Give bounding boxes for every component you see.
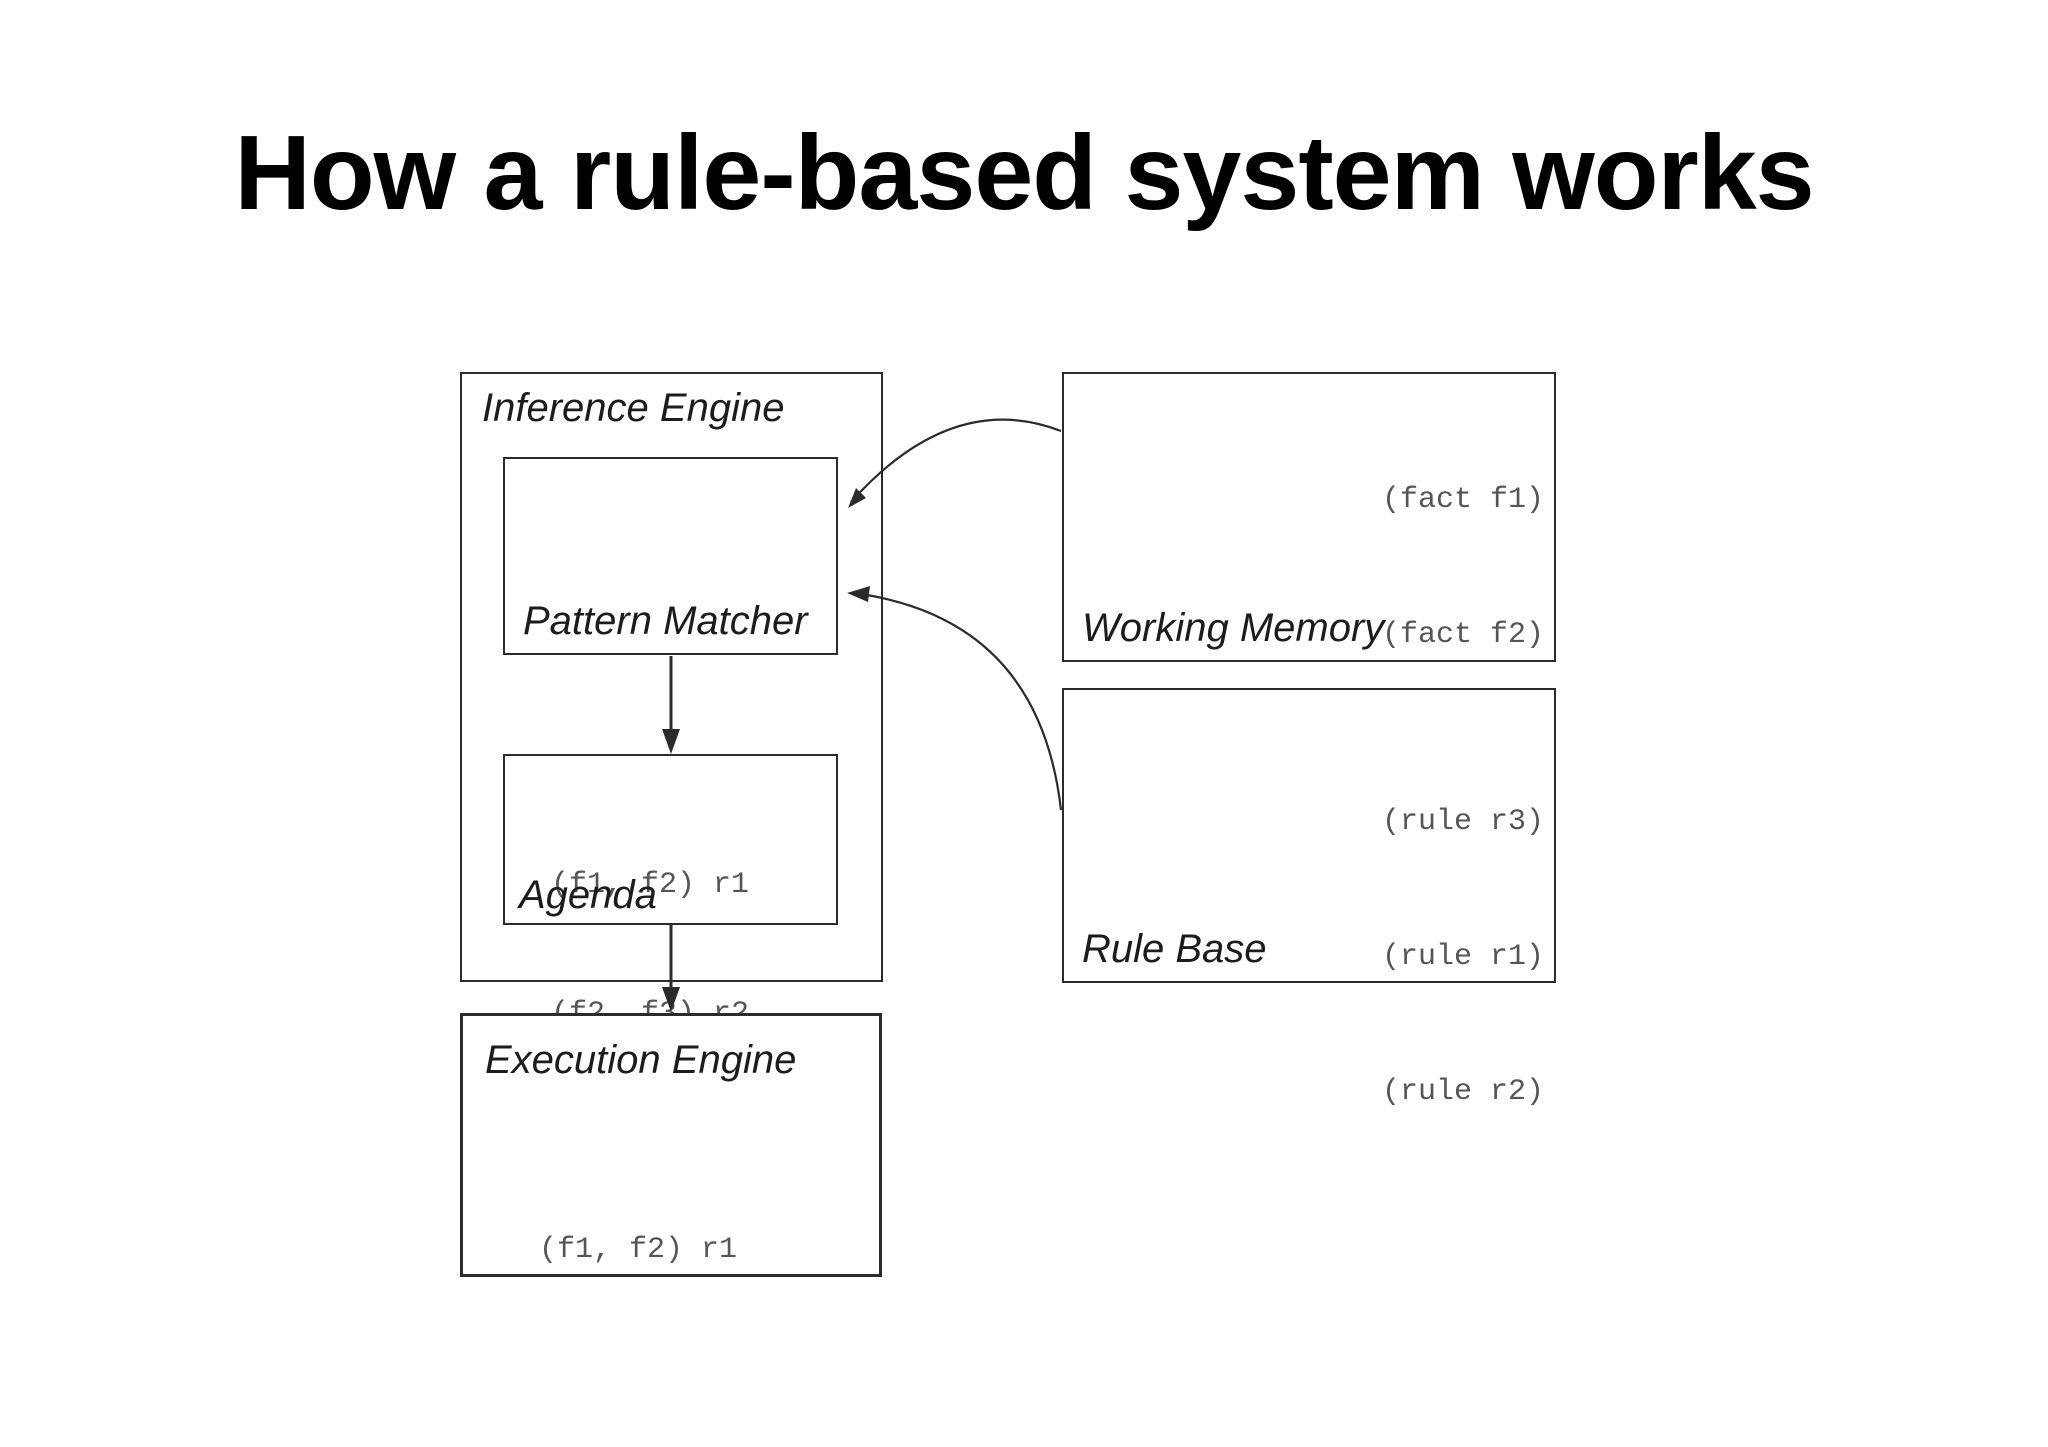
rule-base-item: (rule r2) bbox=[1381, 1075, 1544, 1109]
inference-engine-label: Inference Engine bbox=[482, 386, 785, 430]
working-memory-box: (fact f1) (fact f2) (fact f3) Working Me… bbox=[1062, 372, 1556, 787]
rule-base-item: (rule r3) bbox=[1381, 805, 1544, 839]
working-memory-item: (fact f1) bbox=[1381, 483, 1544, 517]
rule-base-label: Rule Base bbox=[1082, 927, 1267, 971]
working-memory-item: (fact f2) bbox=[1381, 618, 1544, 652]
rule-base-items: (rule r3) (rule r1) (rule r2) bbox=[1382, 710, 1544, 1205]
slide-title: How a rule-based system works bbox=[234, 114, 1814, 232]
working-memory-label: Working Memory bbox=[1082, 606, 1385, 650]
pattern-matcher-box: Pattern Matcher bbox=[503, 457, 838, 655]
execution-engine-items: (f1, f2) r1 bbox=[539, 1138, 737, 1363]
execution-engine-label: Execution Engine bbox=[485, 1038, 797, 1082]
pattern-matcher-label: Pattern Matcher bbox=[523, 599, 808, 643]
execution-engine-item: (f1, f2) r1 bbox=[539, 1233, 738, 1267]
execution-engine-box: Execution Engine (f1, f2) r1 bbox=[460, 1013, 882, 1277]
rule-base-box: (rule r3) (rule r1) (rule r2) Rule Base bbox=[1062, 688, 1556, 1109]
rule-base-item: (rule r1) bbox=[1381, 940, 1544, 974]
agenda-label: Agenda bbox=[519, 873, 657, 917]
agenda-box: (f1, f2) r1 (f2, f3) r2 Agenda bbox=[503, 754, 838, 1031]
agenda-item: (f1, f2) r1 bbox=[551, 868, 750, 902]
